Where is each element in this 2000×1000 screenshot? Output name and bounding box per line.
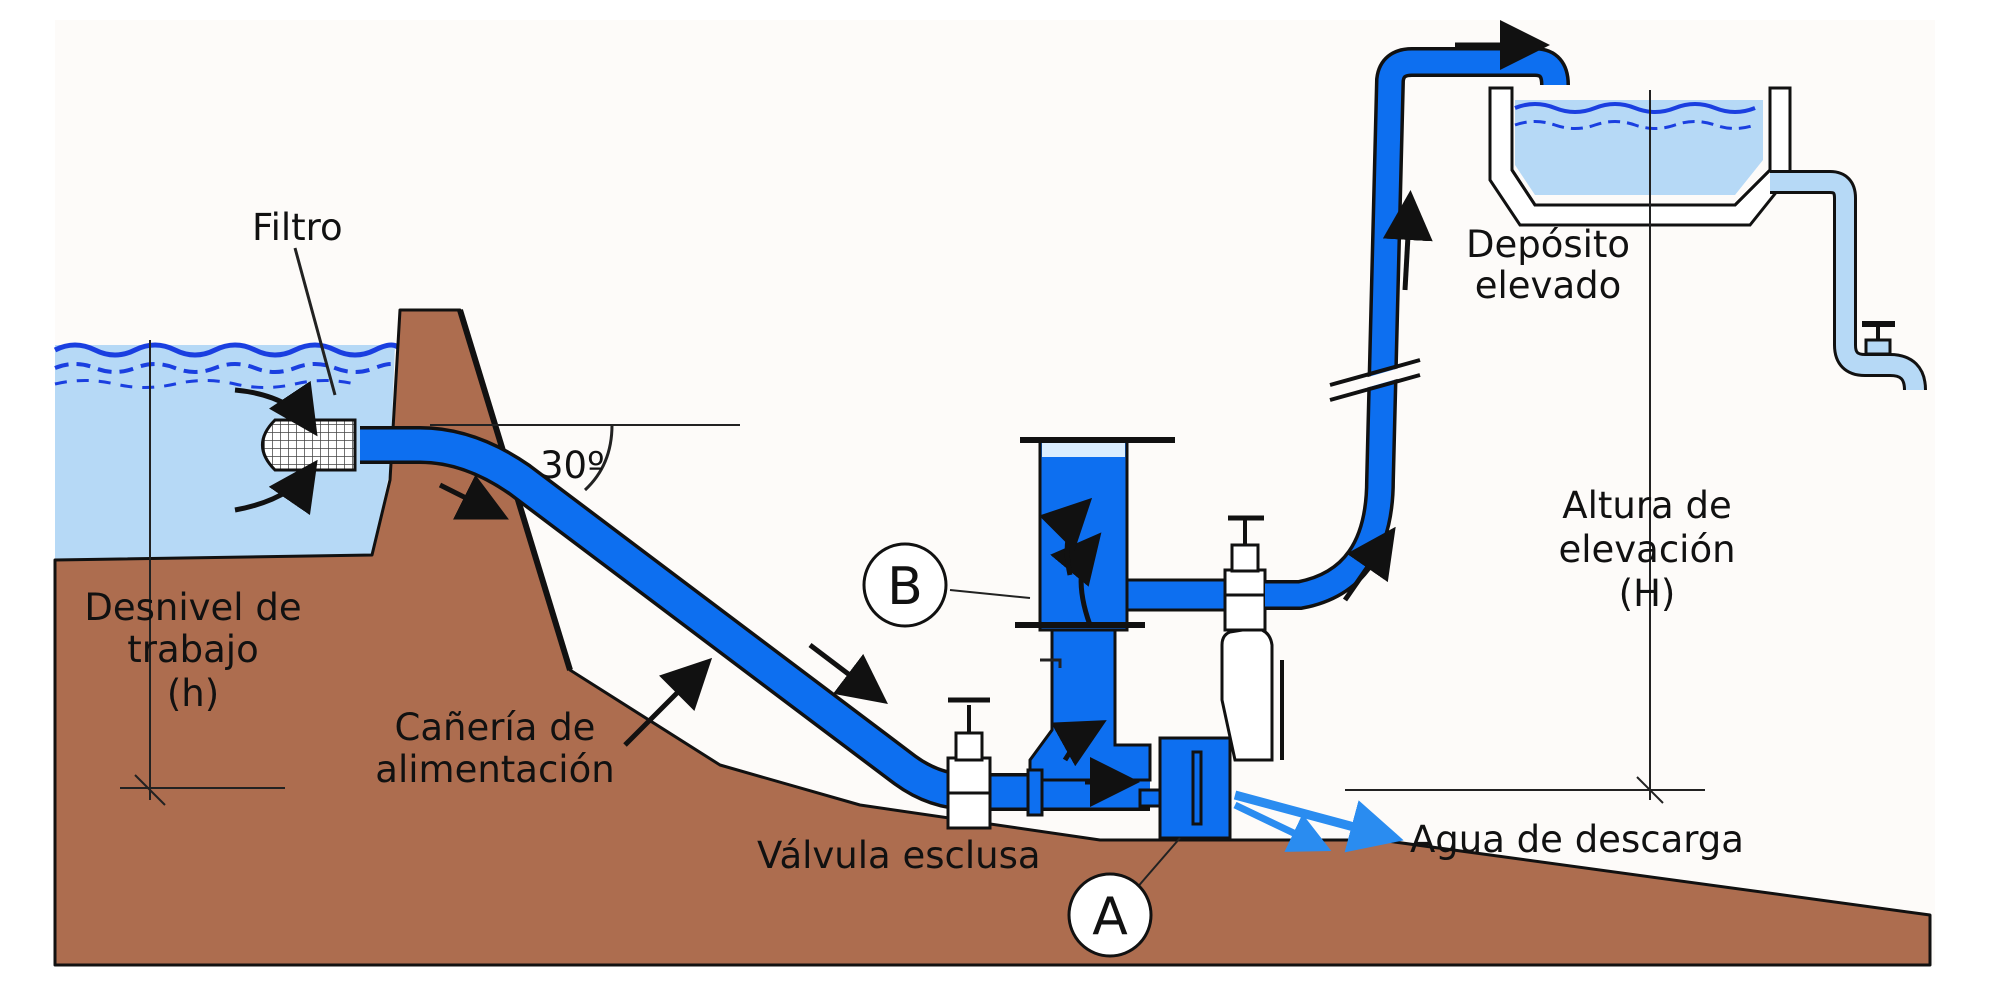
air-chamber-air — [1042, 442, 1125, 457]
label-agua-descarga: Agua de descarga — [1410, 818, 1744, 861]
pipe-break-mark-2 — [1329, 373, 1421, 402]
pump-inlet-flange — [1026, 768, 1044, 817]
elevated-tank-inner — [1510, 100, 1772, 207]
label-altura-line3: (H) — [1619, 572, 1676, 615]
label-altura-line1: Altura de — [1562, 484, 1731, 527]
filter-inflow-arrow-bottom — [234, 459, 318, 516]
impulse-valve-plate — [1138, 788, 1162, 808]
label-filtro: Filtro — [252, 206, 343, 249]
waste-valve-housing — [1220, 626, 1274, 762]
label-altura-line2: elevación — [1558, 528, 1735, 571]
marker-b-label: B — [887, 557, 923, 617]
label-deposito-line2: elevado — [1475, 264, 1622, 307]
elevated-tank-wave-2 — [1514, 120, 1756, 130]
faucet — [1862, 321, 1895, 356]
outlet-pipe — [1770, 173, 1924, 391]
label-caneria-line1: Cañería de — [395, 706, 596, 749]
flow-arrow-2 — [808, 643, 888, 705]
pipe-break-mark-1 — [1329, 358, 1421, 387]
pump-flow-arrow-tee — [1050, 720, 1107, 767]
delivery-valve — [1223, 515, 1267, 632]
delivery-flow-arrow-up — [1382, 190, 1433, 291]
impulse-valve-slot — [1191, 750, 1203, 826]
caneria-pointer-arrow — [623, 657, 713, 747]
label-desnivel-line2: trabajo — [127, 628, 258, 671]
delivery-flow-arrow-low — [1342, 526, 1396, 602]
pipe-break-gap — [1363, 368, 1402, 388]
elevated-tank-water — [1515, 100, 1763, 195]
h-dimension-tick — [134, 774, 166, 806]
marker-b-circle — [862, 542, 948, 628]
marker-a-label: A — [1092, 887, 1128, 947]
discharge-arrow-secondary — [1233, 801, 1332, 852]
label-angulo: 30º — [540, 444, 605, 487]
label-caneria-line2: alimentación — [375, 748, 614, 791]
marker-a-circle — [1067, 872, 1153, 958]
flow-arrow-1 — [438, 474, 509, 520]
angle-arc — [583, 424, 614, 492]
H-dimension-tick — [1636, 776, 1664, 804]
filtro-leader-line — [293, 247, 337, 396]
source-water-surface-wave — [53, 342, 403, 358]
elevated-tank-wave-1 — [1514, 102, 1756, 114]
marker-a-leader — [1134, 837, 1181, 891]
filter-inflow-arrow-top — [234, 380, 318, 437]
label-desnivel-line1: Desnivel de — [84, 586, 301, 629]
label-deposito-line1: Depósito — [1466, 223, 1630, 266]
label-valvula-esclusa: Válvula esclusa — [757, 834, 1041, 877]
marker-b-leader — [949, 589, 1031, 599]
delivery-outlet — [1125, 578, 1229, 612]
source-water-dashed-wave — [54, 362, 402, 374]
pump-flow-arrow-chamber — [1039, 497, 1093, 576]
gate-valve — [946, 697, 992, 830]
label-desnivel-line3: (h) — [167, 672, 219, 715]
pump-check-valve-mark — [1040, 658, 1062, 668]
